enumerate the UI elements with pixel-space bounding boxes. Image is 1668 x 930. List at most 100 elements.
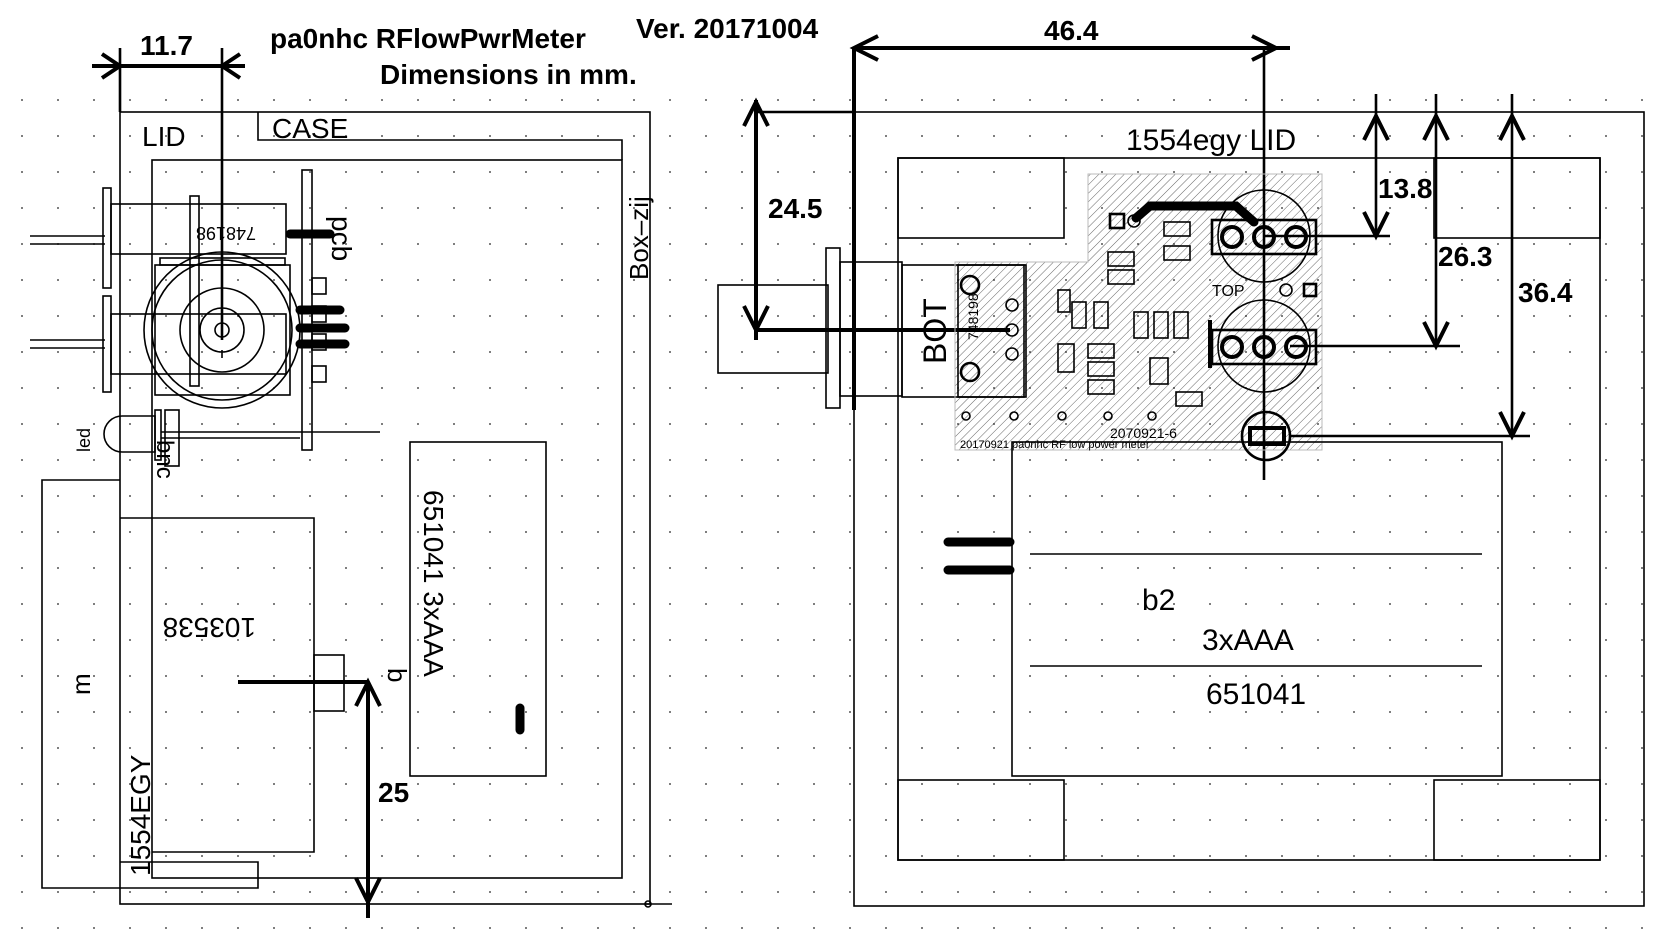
grid-dot [1245,603,1247,605]
grid-dot [345,351,347,353]
grid-dot [129,171,131,173]
grid-dot [597,819,599,821]
grid-dot [561,459,563,461]
drawing-version: Ver. 20171004 [636,13,819,44]
grid-dot [525,783,527,785]
grid-dot [1461,387,1463,389]
grid-dot [705,711,707,713]
grid-dot [1173,531,1175,533]
grid-dot [1461,315,1463,317]
grid-dot [273,783,275,785]
grid-dot [201,531,203,533]
grid-dot [561,387,563,389]
grid-dot [417,423,419,425]
grid-dot [165,639,167,641]
grid-dot [1209,711,1211,713]
grid-dot [309,423,311,425]
grid-dot [1065,495,1067,497]
grid-dot [1389,639,1391,641]
grid-dot [1029,711,1031,713]
grid-dot [417,171,419,173]
grid-dot [1245,99,1247,101]
grid-dot [1497,531,1499,533]
grid-dot [1317,675,1319,677]
grid-dot [1389,711,1391,713]
grid-dot [1281,819,1283,821]
grid-dot [57,675,59,677]
grid-dot [1209,747,1211,749]
grid-dot [489,855,491,857]
grid-dot [957,891,959,893]
grid-dot [1245,567,1247,569]
grid-dot [525,747,527,749]
grid-dot [597,783,599,785]
grid-dot [1605,495,1607,497]
grid-dot [1641,567,1643,569]
grid-dot [453,567,455,569]
grid-dot [813,675,815,677]
grid-dot [885,171,887,173]
grid-dot [597,387,599,389]
grid-dot [345,891,347,893]
battery-side: 651041 3xAAA [409,441,547,777]
grid-dot [309,495,311,497]
grid-dot [777,531,779,533]
grid-dot [777,243,779,245]
grid-dot [417,603,419,605]
grid-dot [1101,891,1103,893]
grid-dot [1209,135,1211,137]
grid-dot [1101,567,1103,569]
grid-dot [1281,495,1283,497]
grid-dot [525,495,527,497]
grid-dot [1461,891,1463,893]
grid-dot [345,639,347,641]
grid-dot [1533,819,1535,821]
grid-dot [1209,459,1211,461]
grid-dot [1497,855,1499,857]
grid-dot [633,711,635,713]
grid-dot [777,387,779,389]
grid-dot [417,351,419,353]
grid-dot [273,351,275,353]
grid-dot [633,243,635,245]
grid-dot [201,819,203,821]
grid-dot [849,819,851,821]
grid-dot [561,711,563,713]
grid-dot [417,711,419,713]
grid-dot [849,747,851,749]
grid-dot [93,855,95,857]
dimension-label-46-4: 46.4 [1044,15,1099,46]
grid-dot [1317,459,1319,461]
grid-dot [1353,531,1355,533]
grid-dot [165,747,167,749]
grid-dot [813,423,815,425]
grid-dot [1569,99,1571,101]
grid-dot [1389,279,1391,281]
grid-dot [1317,603,1319,605]
grid-dot [381,387,383,389]
grid-dot [813,171,815,173]
grid-dot [741,243,743,245]
grid-dot [705,315,707,317]
grid-dot [201,459,203,461]
grid-dot [1605,171,1607,173]
grid-dot [237,351,239,353]
grid-dot [93,351,95,353]
grid-dot [1569,387,1571,389]
grid-dot [1569,171,1571,173]
grid-dot [1389,243,1391,245]
grid-dot [597,243,599,245]
grid-dot [561,783,563,785]
grid-dot [741,387,743,389]
grid-dot [129,747,131,749]
grid-dot [525,351,527,353]
grid-dot [309,891,311,893]
grid-dot [777,135,779,137]
grid-dot [1065,531,1067,533]
grid-dot [489,387,491,389]
grid-dot [345,675,347,677]
grid-dot [1497,495,1499,497]
grid-dot [525,243,527,245]
grid-dot [777,315,779,317]
grid-dot [669,747,671,749]
